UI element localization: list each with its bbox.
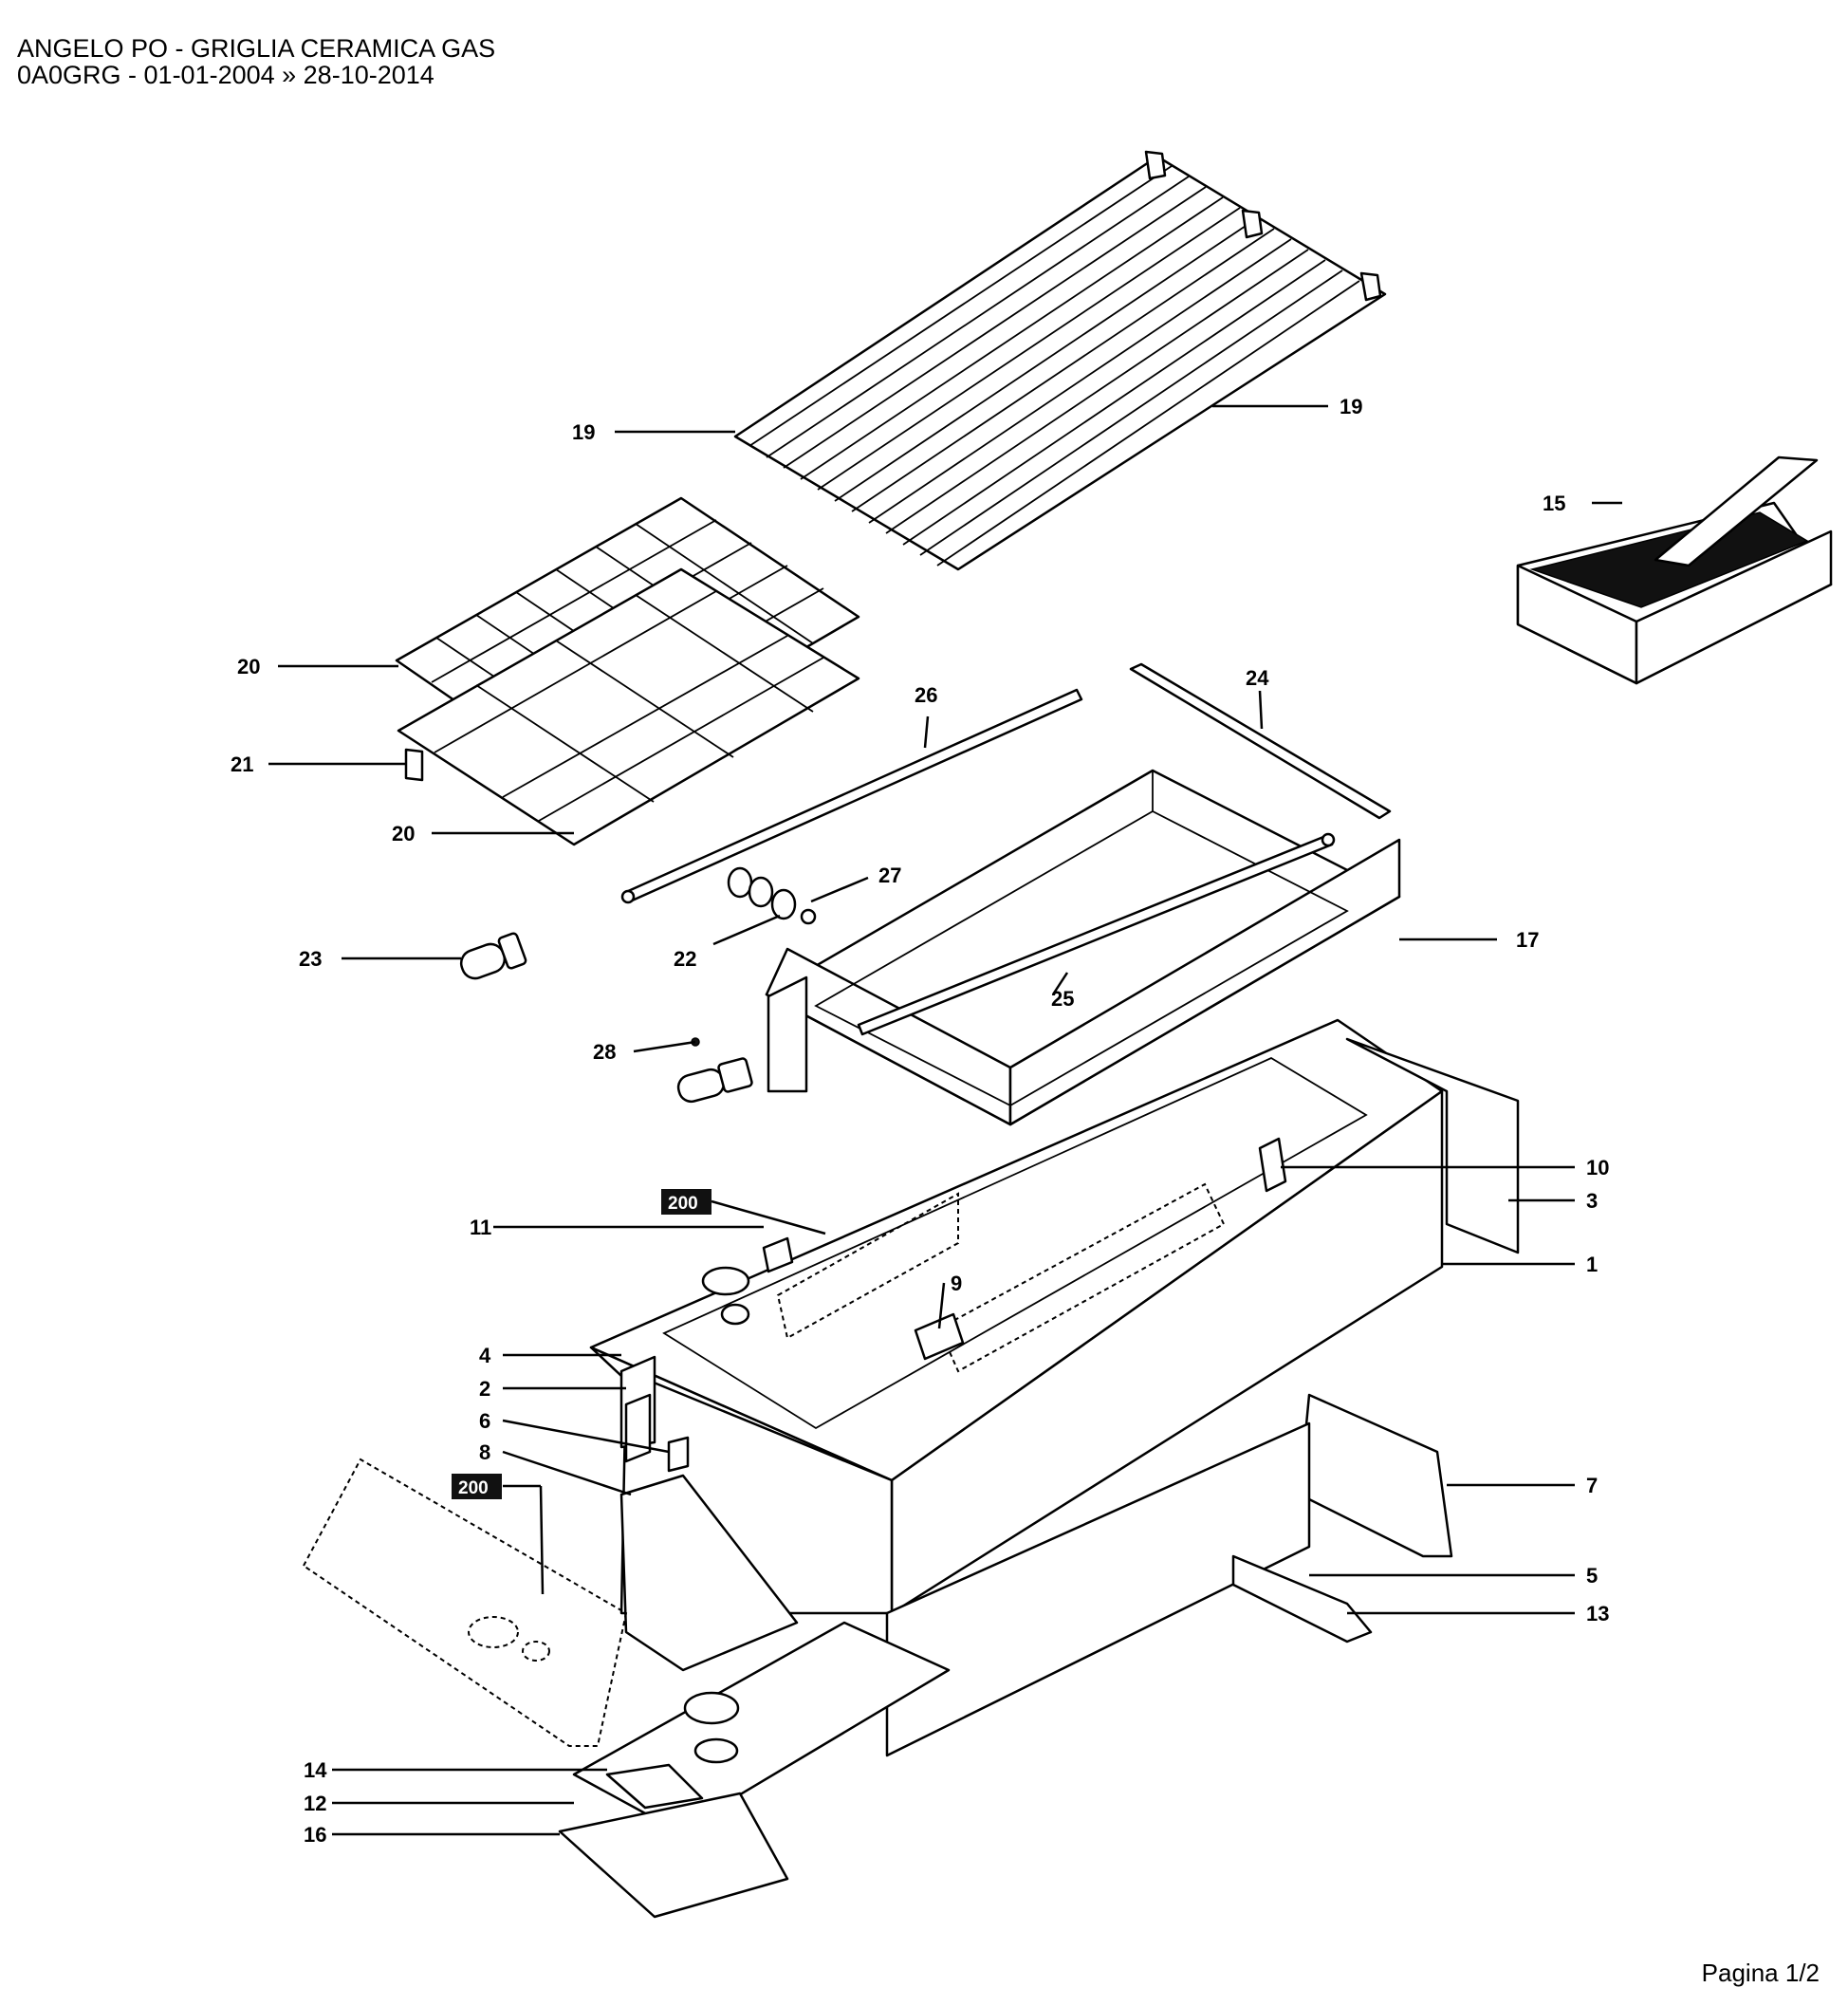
washers-part-22 — [727, 866, 797, 920]
svg-text:200: 200 — [668, 1194, 698, 1214]
callout-4: 4 — [479, 1344, 491, 1367]
svg-text:200: 200 — [458, 1478, 489, 1498]
bracket-part-10 — [1258, 1137, 1287, 1193]
callout-24: 24 — [1246, 666, 1269, 690]
callout-15: 15 — [1543, 492, 1565, 515]
nozzle-part-11 — [762, 1236, 794, 1273]
screw-part-27 — [800, 908, 817, 925]
bracket-part-21 — [404, 748, 424, 782]
support-part-2 — [624, 1393, 652, 1463]
callout-20-upper: 20 — [237, 655, 260, 678]
callout-2: 2 — [479, 1377, 490, 1401]
callout-13: 13 — [1586, 1602, 1609, 1625]
callout-23: 23 — [299, 947, 322, 971]
tag-200-upper: 200 — [661, 1189, 711, 1215]
callout-8: 8 — [479, 1440, 490, 1464]
callout-11: 11 — [470, 1216, 491, 1239]
callout-3: 3 — [1586, 1189, 1598, 1213]
callout-labels: 19 19 15 20 21 20 26 24 27 23 22 17 25 2… — [231, 395, 1609, 1847]
callout-14: 14 — [304, 1758, 327, 1782]
side-frame-part-8 — [619, 1474, 799, 1672]
control-panel-assembly — [302, 1458, 628, 1747]
callout-12: 12 — [304, 1792, 326, 1815]
callout-26: 26 — [915, 683, 937, 707]
callout-28: 28 — [593, 1040, 616, 1064]
callout-16: 16 — [304, 1823, 326, 1847]
back-panel-part-7 — [1298, 1393, 1453, 1558]
rod-part-26 — [620, 688, 1083, 904]
callout-22: 22 — [674, 947, 696, 971]
main-body-part-1 — [589, 1018, 1444, 1615]
callout-19-right: 19 — [1340, 395, 1362, 418]
page-number: Pagina 1/2 — [1701, 1959, 1820, 1987]
bracket-part-13 — [1231, 1554, 1373, 1644]
callout-10: 10 — [1586, 1156, 1609, 1179]
ceramic-grid-part-20-lower — [397, 567, 860, 846]
document-title: ANGELO PO - GRIGLIA CERAMICA GAS — [17, 34, 496, 63]
callout-17: 17 — [1516, 928, 1539, 952]
callout-21: 21 — [231, 752, 253, 776]
callout-1: 1 — [1586, 1253, 1598, 1276]
callout-9: 9 — [951, 1272, 962, 1295]
knob-part-23 — [459, 932, 527, 980]
tag-200-lower: 200 — [452, 1474, 502, 1499]
bar-part-24 — [1129, 662, 1392, 820]
callout-5: 5 — [1586, 1564, 1598, 1588]
leader-lines — [268, 404, 1622, 1836]
callout-19-left: 19 — [572, 420, 595, 444]
callout-25: 25 — [1051, 987, 1074, 1011]
grill-grate-part-19 — [733, 150, 1387, 571]
callout-7: 7 — [1586, 1474, 1598, 1497]
side-panel-part-3 — [1345, 1037, 1520, 1254]
burner-tray-part-17 — [765, 769, 1401, 1126]
nozzle-holder-part-14 — [605, 1763, 704, 1810]
callout-27: 27 — [878, 864, 901, 887]
bracket-part-6 — [667, 1436, 690, 1473]
callout-20-lower: 20 — [392, 822, 415, 845]
knob-handle — [676, 1057, 753, 1104]
ceramic-briquettes-box-part-15 — [1516, 455, 1833, 685]
callout-6: 6 — [479, 1409, 490, 1433]
rod-part-25 — [857, 832, 1336, 1036]
bottom-plate-part-16 — [558, 1792, 789, 1919]
model-code-date-range: 0A0GRG - 01-01-2004 » 28-10-2014 — [17, 61, 434, 89]
